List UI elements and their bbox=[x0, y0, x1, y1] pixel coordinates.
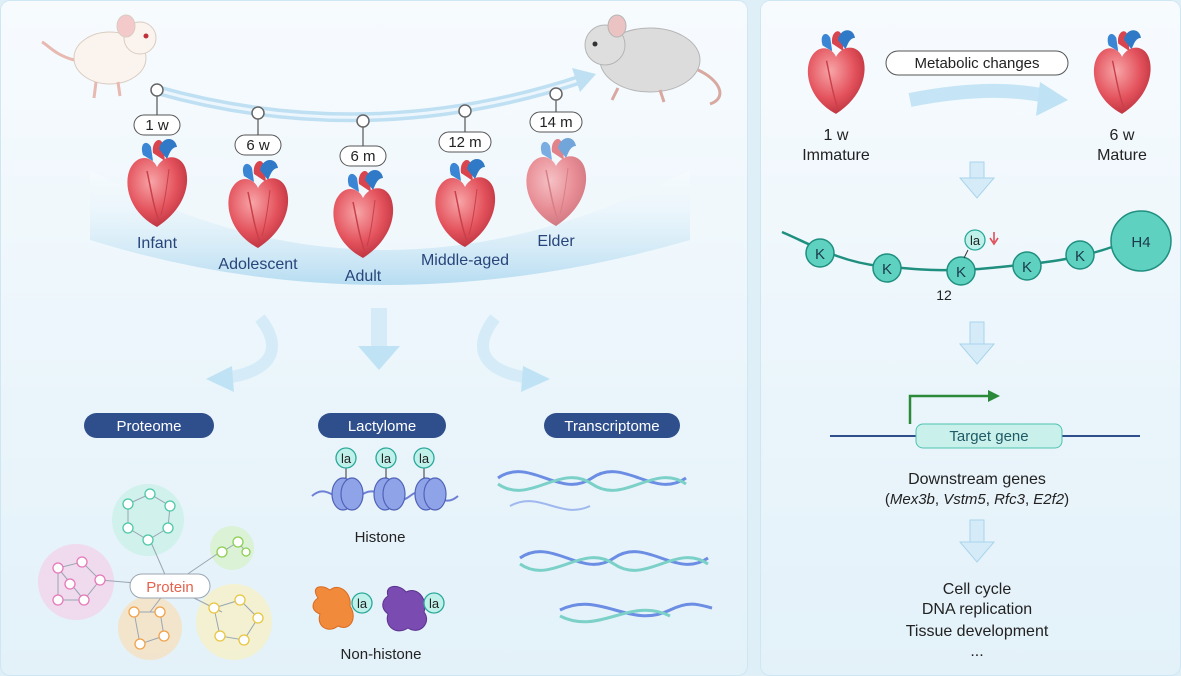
timeline-node bbox=[251, 106, 265, 120]
gene-name: E2f2 bbox=[1033, 491, 1065, 508]
outcome-item: Cell cycle bbox=[943, 581, 1012, 598]
age-label: 6 m bbox=[350, 148, 375, 165]
transcriptome-pill: Transcriptome bbox=[544, 413, 680, 438]
age-label: 14 m bbox=[539, 114, 572, 131]
lactylome-label: Lactylome bbox=[348, 418, 416, 435]
heart-icon bbox=[525, 137, 587, 227]
heart-icon bbox=[434, 158, 496, 248]
down-arrow-icon bbox=[958, 519, 996, 563]
non-histone-label: Non-histone bbox=[341, 646, 422, 663]
heart-icon bbox=[332, 169, 394, 259]
protein-label: Protein bbox=[146, 579, 194, 596]
gene-list: (Mex3b, Vstm5, Rfc3, E2f2) bbox=[885, 491, 1069, 508]
outcome-item: Tissue development bbox=[906, 623, 1049, 640]
gene-name: Mex3b bbox=[890, 491, 935, 508]
age-pill bbox=[339, 145, 387, 167]
la-badge: la bbox=[970, 233, 981, 248]
la-badge: la bbox=[341, 451, 352, 466]
mechanism-diagram: Metabolic changes 1 w Immature 6 w Matur… bbox=[781, 29, 1172, 660]
transcriptome-label: Transcriptome bbox=[564, 418, 659, 435]
la-badge: la bbox=[419, 451, 430, 466]
age-pill bbox=[529, 111, 583, 133]
stage-0: 1 w Infant bbox=[126, 83, 188, 252]
mature-label: Mature bbox=[1097, 147, 1147, 164]
promoter-arrow-icon bbox=[908, 394, 992, 424]
timeline-node bbox=[549, 87, 563, 101]
stage-3: 12 m Middle-aged bbox=[421, 104, 509, 269]
right-panel: Metabolic changes 1 w Immature 6 w Matur… bbox=[760, 0, 1181, 676]
gene-name: Vstm5 bbox=[943, 491, 986, 508]
age-label: 6 w bbox=[246, 137, 270, 154]
lysine-label: K bbox=[1075, 248, 1085, 265]
stage-1: 6 w Adolescent bbox=[218, 106, 298, 273]
histone-h4-chain: K K K K K H4 la 12 bbox=[781, 210, 1172, 303]
stage-label: Infant bbox=[137, 235, 178, 252]
outcome-item: DNA replication bbox=[922, 601, 1032, 618]
lysine-label: K bbox=[1022, 259, 1032, 276]
h4-label: H4 bbox=[1131, 234, 1150, 251]
site-label: 12 bbox=[936, 287, 952, 303]
immature-heart-icon bbox=[807, 29, 866, 115]
la-badge: la bbox=[381, 451, 392, 466]
timeline-node bbox=[150, 83, 164, 97]
mature-heart-icon bbox=[1093, 29, 1152, 115]
proteome-label: Proteome bbox=[116, 418, 181, 435]
stage-label: Elder bbox=[537, 233, 575, 250]
aging-omics-diagram: 1 w Infant 6 w Adolescent 6 m Adult 12 m Middle… bbox=[38, 14, 722, 663]
stage-label: Middle-aged bbox=[421, 252, 509, 269]
age-pill bbox=[234, 134, 282, 156]
metabolic-arrow bbox=[908, 82, 1068, 116]
proteome-pill: Proteome bbox=[84, 413, 214, 438]
timeline-node bbox=[356, 114, 370, 128]
decrease-arrow-icon bbox=[989, 232, 999, 246]
immature-label: Immature bbox=[802, 147, 870, 164]
la-badge: la bbox=[429, 596, 440, 611]
histone-label: Histone bbox=[355, 529, 406, 546]
age-pill bbox=[133, 114, 181, 136]
lysine-label: K bbox=[956, 264, 966, 281]
age-label: 12 m bbox=[448, 134, 481, 151]
young-mouse-icon bbox=[41, 14, 157, 99]
age-pill bbox=[438, 131, 492, 153]
stage-label: Adult bbox=[345, 268, 382, 285]
lactylome-pill: Lactylome bbox=[318, 413, 446, 438]
stage-2: 6 m Adult bbox=[332, 114, 394, 285]
outcome-item: ... bbox=[970, 643, 983, 660]
omics-arrows bbox=[206, 308, 550, 392]
left-age-label: 1 w bbox=[824, 127, 849, 144]
target-gene-illustration: Target gene bbox=[830, 390, 1140, 449]
stage-label: Adolescent bbox=[218, 256, 298, 273]
histone-illustration: la la la Histone bbox=[311, 447, 459, 546]
down-arrow-icon bbox=[958, 321, 996, 365]
right-age-label: 6 w bbox=[1110, 127, 1135, 144]
downstream-genes-label: Downstream genes bbox=[908, 471, 1046, 488]
stage-4: 14 m Elder bbox=[525, 87, 587, 250]
la-badge: la bbox=[357, 596, 368, 611]
gene-name: Rfc3 bbox=[994, 491, 1026, 508]
old-mouse-icon bbox=[584, 14, 722, 106]
age-label: 1 w bbox=[145, 117, 169, 134]
rna-strands-icon bbox=[497, 470, 713, 624]
lysine-label: K bbox=[815, 246, 825, 263]
target-gene-label: Target gene bbox=[949, 428, 1028, 445]
left-panel: 1 w Infant 6 w Adolescent 6 m Adult 12 m Middle… bbox=[0, 0, 748, 676]
protein-network: Protein bbox=[38, 484, 272, 660]
non-histone-illustration: la la Non-histone bbox=[312, 586, 445, 663]
metabolic-changes-label: Metabolic changes bbox=[914, 55, 1039, 72]
lysine-label: K bbox=[882, 261, 892, 278]
timeline-node bbox=[458, 104, 472, 118]
stage-band bbox=[90, 170, 690, 285]
down-arrow-icon bbox=[958, 161, 996, 199]
